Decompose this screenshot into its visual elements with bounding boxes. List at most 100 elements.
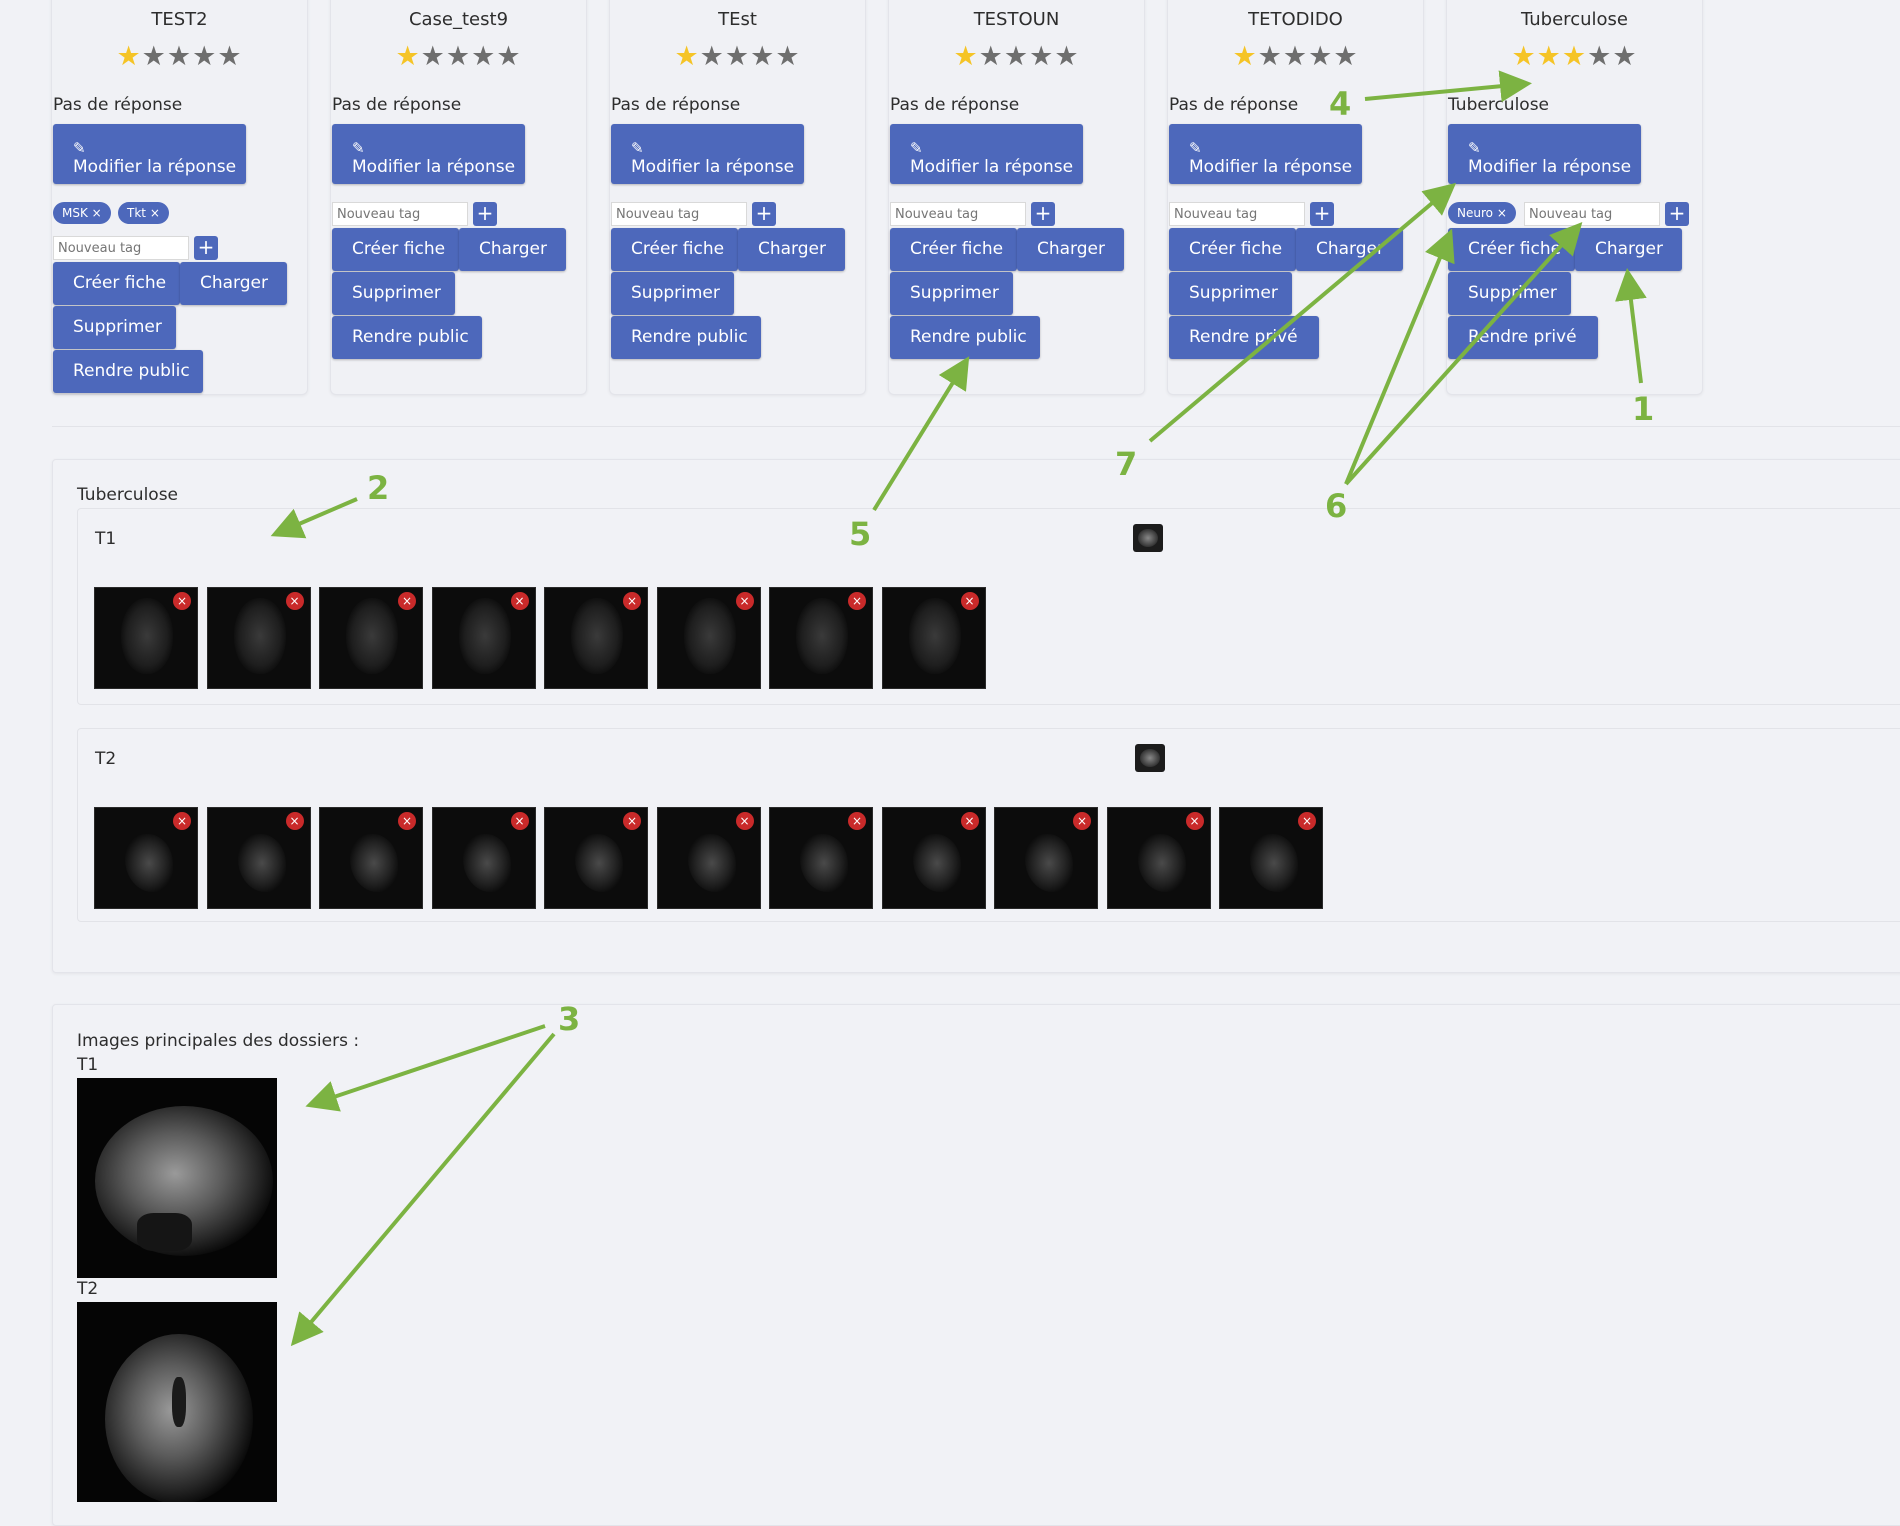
scan-thumbnail[interactable]: × bbox=[431, 807, 536, 909]
star-icon[interactable]: ★ bbox=[116, 41, 142, 72]
star-icon[interactable]: ★ bbox=[1003, 41, 1030, 72]
scan-thumbnail[interactable]: × bbox=[319, 587, 423, 689]
star-icon[interactable]: ★ bbox=[1511, 41, 1537, 72]
modify-response-button[interactable]: ✎Modifier la réponse bbox=[53, 124, 246, 184]
add-tag-button[interactable]: + bbox=[194, 236, 218, 260]
star-icon[interactable]: ★ bbox=[1282, 41, 1309, 72]
main-image-t1[interactable] bbox=[77, 1078, 277, 1278]
create-sheet-button[interactable]: Créer fiche bbox=[611, 228, 738, 271]
delete-image-icon[interactable]: × bbox=[173, 592, 191, 610]
scan-thumbnail[interactable]: × bbox=[544, 587, 648, 689]
scan-thumbnail[interactable]: × bbox=[769, 587, 873, 689]
main-image-t2[interactable] bbox=[77, 1302, 277, 1502]
scan-thumbnail[interactable]: × bbox=[206, 587, 311, 689]
new-tag-input[interactable] bbox=[53, 236, 189, 260]
add-tag-button[interactable]: + bbox=[1031, 202, 1055, 226]
star-icon[interactable]: ★ bbox=[724, 41, 751, 72]
delete-image-icon[interactable]: × bbox=[285, 812, 304, 830]
delete-button[interactable]: Supprimer bbox=[611, 272, 734, 315]
create-sheet-button[interactable]: Créer fiche bbox=[332, 228, 459, 271]
delete-image-icon[interactable]: × bbox=[848, 592, 866, 610]
delete-image-icon[interactable]: × bbox=[623, 592, 641, 610]
scan-thumbnail[interactable]: × bbox=[1219, 807, 1323, 909]
star-icon[interactable]: ★ bbox=[1232, 41, 1258, 72]
load-button[interactable]: Charger bbox=[738, 228, 845, 271]
visibility-toggle-button[interactable]: Rendre public bbox=[890, 316, 1040, 359]
load-button[interactable]: Charger bbox=[1296, 228, 1403, 271]
delete-image-icon[interactable]: × bbox=[1073, 812, 1091, 830]
new-tag-input[interactable] bbox=[611, 202, 747, 226]
delete-image-icon[interactable]: × bbox=[1185, 812, 1204, 830]
new-tag-input[interactable] bbox=[890, 202, 1026, 226]
delete-image-icon[interactable]: × bbox=[623, 812, 641, 830]
visibility-toggle-button[interactable]: Rendre privé bbox=[1448, 316, 1598, 359]
visibility-toggle-button[interactable]: Rendre public bbox=[332, 316, 482, 359]
scan-thumbnail[interactable]: × bbox=[319, 807, 423, 909]
series-preview-icon[interactable] bbox=[1133, 524, 1163, 552]
create-sheet-button[interactable]: Créer fiche bbox=[890, 228, 1017, 271]
modify-response-button[interactable]: ✎Modifier la réponse bbox=[611, 124, 804, 184]
scan-thumbnail[interactable]: × bbox=[1106, 807, 1211, 909]
star-icon[interactable]: ★ bbox=[1333, 41, 1359, 72]
visibility-toggle-button[interactable]: Rendre public bbox=[611, 316, 761, 359]
star-icon[interactable]: ★ bbox=[1612, 41, 1638, 72]
star-icon[interactable]: ★ bbox=[471, 41, 497, 72]
star-icon[interactable]: ★ bbox=[141, 41, 167, 72]
scan-thumbnail[interactable]: × bbox=[431, 587, 536, 689]
star-icon[interactable]: ★ bbox=[420, 41, 446, 72]
star-icon[interactable]: ★ bbox=[1257, 41, 1283, 72]
modify-response-button[interactable]: ✎Modifier la réponse bbox=[890, 124, 1083, 184]
scan-thumbnail[interactable]: × bbox=[206, 807, 311, 909]
modify-response-button[interactable]: ✎Modifier la réponse bbox=[1169, 124, 1362, 184]
delete-button[interactable]: Supprimer bbox=[890, 272, 1013, 315]
add-tag-button[interactable]: + bbox=[1665, 202, 1689, 226]
delete-image-icon[interactable]: × bbox=[960, 812, 979, 830]
load-button[interactable]: Charger bbox=[459, 228, 566, 271]
star-icon[interactable]: ★ bbox=[445, 41, 472, 72]
new-tag-input[interactable] bbox=[332, 202, 468, 226]
load-button[interactable]: Charger bbox=[1575, 228, 1682, 271]
delete-image-icon[interactable]: × bbox=[510, 592, 529, 610]
series-preview-icon[interactable] bbox=[1135, 744, 1165, 772]
delete-image-icon[interactable]: × bbox=[735, 812, 754, 830]
delete-image-icon[interactable]: × bbox=[735, 592, 754, 610]
create-sheet-button[interactable]: Créer fiche bbox=[53, 262, 180, 305]
visibility-toggle-button[interactable]: Rendre public bbox=[53, 350, 203, 393]
delete-image-icon[interactable]: × bbox=[398, 592, 416, 610]
delete-image-icon[interactable]: × bbox=[510, 812, 529, 830]
modify-response-button[interactable]: ✎Modifier la réponse bbox=[1448, 124, 1641, 184]
add-tag-button[interactable]: + bbox=[1310, 202, 1334, 226]
load-button[interactable]: Charger bbox=[180, 262, 287, 305]
scan-thumbnail[interactable]: × bbox=[881, 807, 986, 909]
add-tag-button[interactable]: + bbox=[752, 202, 776, 226]
delete-image-icon[interactable]: × bbox=[960, 592, 979, 610]
scan-thumbnail[interactable]: × bbox=[881, 587, 986, 689]
load-button[interactable]: Charger bbox=[1017, 228, 1124, 271]
modify-response-button[interactable]: ✎Modifier la réponse bbox=[332, 124, 525, 184]
remove-tag-icon[interactable]: × bbox=[1496, 206, 1507, 220]
star-icon[interactable]: ★ bbox=[1587, 41, 1613, 72]
star-icon[interactable]: ★ bbox=[1308, 41, 1334, 72]
star-icon[interactable]: ★ bbox=[1536, 41, 1562, 72]
delete-image-icon[interactable]: × bbox=[398, 812, 416, 830]
star-icon[interactable]: ★ bbox=[1054, 41, 1080, 72]
delete-button[interactable]: Supprimer bbox=[1169, 272, 1292, 315]
scan-thumbnail[interactable]: × bbox=[656, 807, 761, 909]
star-icon[interactable]: ★ bbox=[750, 41, 776, 72]
star-icon[interactable]: ★ bbox=[1561, 41, 1588, 72]
scan-thumbnail[interactable]: × bbox=[994, 807, 1098, 909]
delete-button[interactable]: Supprimer bbox=[332, 272, 455, 315]
star-icon[interactable]: ★ bbox=[166, 41, 193, 72]
star-icon[interactable]: ★ bbox=[699, 41, 725, 72]
remove-tag-icon[interactable]: × bbox=[91, 206, 102, 220]
new-tag-input[interactable] bbox=[1524, 202, 1660, 226]
star-icon[interactable]: ★ bbox=[192, 41, 218, 72]
star-icon[interactable]: ★ bbox=[1029, 41, 1055, 72]
delete-button[interactable]: Supprimer bbox=[1448, 272, 1571, 315]
remove-tag-icon[interactable]: × bbox=[149, 206, 160, 220]
star-icon[interactable]: ★ bbox=[496, 41, 522, 72]
scan-thumbnail[interactable]: × bbox=[769, 807, 873, 909]
add-tag-button[interactable]: + bbox=[473, 202, 497, 226]
scan-thumbnail[interactable]: × bbox=[544, 807, 648, 909]
star-icon[interactable]: ★ bbox=[674, 41, 700, 72]
